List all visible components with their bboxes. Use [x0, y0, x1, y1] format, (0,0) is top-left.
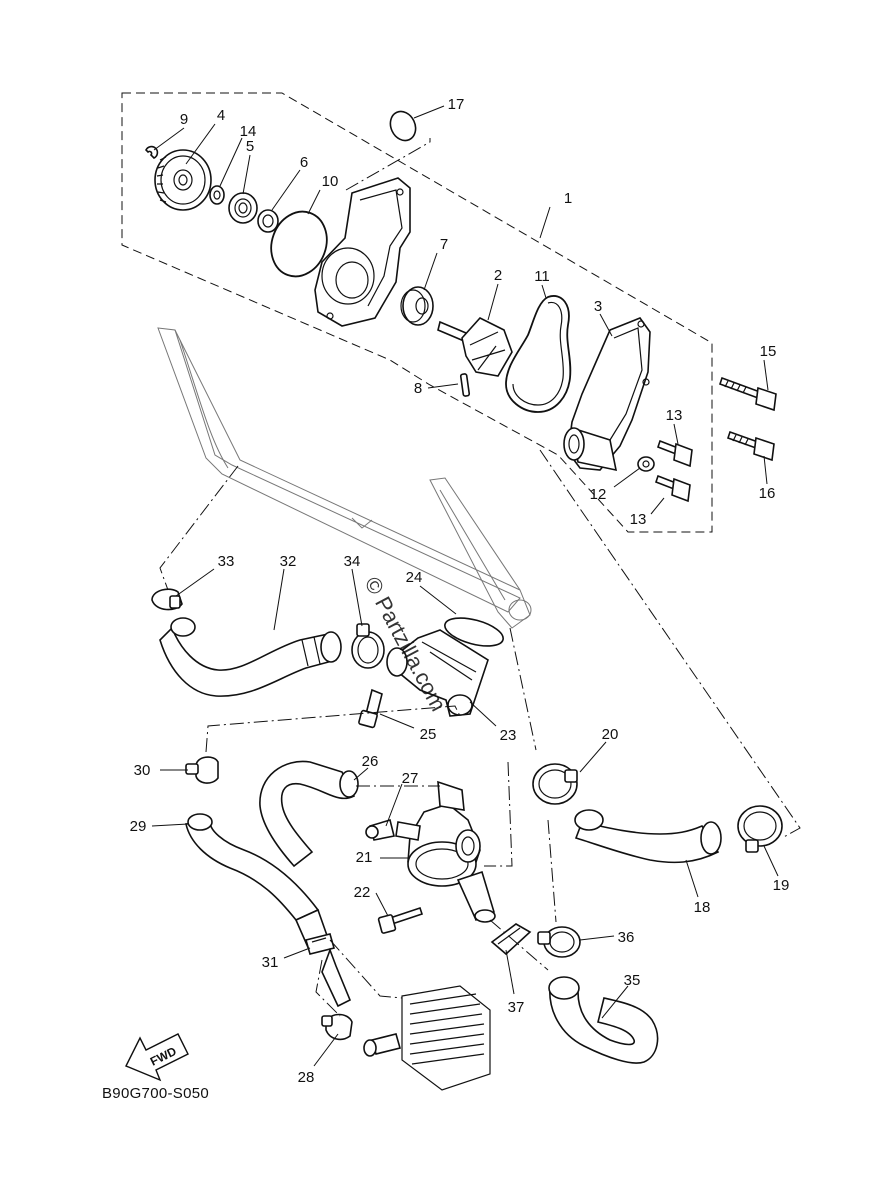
- hose-clamp-8: [737, 805, 783, 853]
- callout-16: 16: [759, 485, 776, 502]
- callout-13b: 13: [630, 511, 647, 528]
- hose-outlet: [574, 809, 722, 864]
- callout-15: 15: [760, 343, 777, 360]
- o-ring-thermo: [444, 617, 504, 647]
- bearing: [228, 192, 258, 224]
- hose-clamp-5: [365, 818, 395, 841]
- thermostat-cover: [386, 629, 489, 717]
- frame-ghost: [157, 327, 532, 629]
- callout-8: 8: [414, 380, 422, 397]
- callout-6: 6: [300, 154, 308, 171]
- washer-small: [637, 456, 655, 472]
- bolt-long-upper: [718, 376, 777, 412]
- callout-12: 12: [590, 486, 607, 503]
- hose-connector-lower: [321, 947, 352, 1008]
- callout-10: 10: [322, 173, 339, 190]
- hose-clamp-6: [321, 1013, 353, 1041]
- hose-radiator: [159, 617, 342, 697]
- gasket: [505, 295, 572, 413]
- callout-18: 18: [694, 899, 711, 916]
- callout-3: 3: [594, 298, 602, 315]
- callout-27: 27: [402, 770, 419, 787]
- callout-20: 20: [602, 726, 619, 743]
- callout-24: 24: [406, 569, 423, 586]
- bolt-long-lower: [726, 430, 775, 462]
- callout-1: 1: [564, 190, 572, 207]
- washer: [209, 185, 225, 205]
- pin: [459, 373, 471, 397]
- callout-29: 29: [130, 818, 147, 835]
- connection-lines: [159, 138, 801, 1017]
- pump-cover: [563, 317, 651, 472]
- callout-14: 14: [240, 123, 257, 140]
- fwd-arrow-icon: FWD: [125, 1033, 189, 1082]
- o-ring-small: [389, 110, 417, 142]
- callout-7: 7: [440, 236, 448, 253]
- hose-bypass: [259, 760, 359, 868]
- hose-clamp-1: [151, 588, 183, 611]
- callout-4: 4: [217, 107, 225, 124]
- callout-33: 33: [218, 553, 235, 570]
- oil-cooler: [363, 985, 491, 1091]
- callout-37: 37: [508, 999, 525, 1016]
- callout-32: 32: [280, 553, 297, 570]
- assembly-outline: [121, 92, 713, 533]
- callout-35: 35: [624, 972, 641, 989]
- callout-13a: 13: [666, 407, 683, 424]
- clip-bracket: [490, 923, 532, 956]
- hose-clamp-9: [537, 926, 581, 958]
- bolt-thermo: [358, 688, 383, 729]
- callout-22: 22: [354, 884, 371, 901]
- callout-9: 9: [180, 111, 188, 128]
- hose-oil-cooler: [185, 813, 332, 954]
- hose-lower: [548, 976, 659, 1064]
- mechanical-seal: [400, 286, 434, 326]
- callout-11: 11: [534, 268, 550, 285]
- callout-5: 5: [246, 138, 254, 155]
- callout-21: 21: [356, 849, 373, 866]
- callout-36: 36: [618, 929, 635, 946]
- pump-gear: [154, 149, 212, 211]
- impeller-shaft: [437, 317, 513, 377]
- callout-25: 25: [420, 726, 437, 743]
- callout-17: 17: [448, 96, 465, 113]
- hose-clamp-4: [305, 933, 335, 955]
- callout-28: 28: [298, 1069, 315, 1086]
- pump-housing: [314, 177, 411, 327]
- bolt-housing: [377, 906, 424, 934]
- callout-30: 30: [134, 762, 151, 779]
- callout-26: 26: [362, 753, 379, 770]
- leader-lines: [151, 105, 779, 1067]
- hose-clamp-7: [532, 763, 578, 805]
- hose-clamp-2: [351, 623, 385, 669]
- o-ring-large: [270, 210, 328, 278]
- bolt-short-lower: [655, 474, 691, 503]
- callout-34: 34: [344, 553, 361, 570]
- callout-31: 31: [262, 954, 279, 971]
- callout-19: 19: [773, 877, 790, 894]
- callout-23: 23: [500, 727, 517, 744]
- hose-clamp-3: [185, 756, 219, 784]
- thermostat-housing: [395, 780, 496, 923]
- callouts: 1 2 3 4 5 6 7 8 9 10 11 12 13 13 14 15 1…: [130, 96, 790, 1086]
- oil-seal: [257, 209, 279, 233]
- callout-2: 2: [494, 267, 502, 284]
- catalog-code: B90G700-S050: [102, 1085, 209, 1102]
- bolt-short-upper: [657, 439, 693, 468]
